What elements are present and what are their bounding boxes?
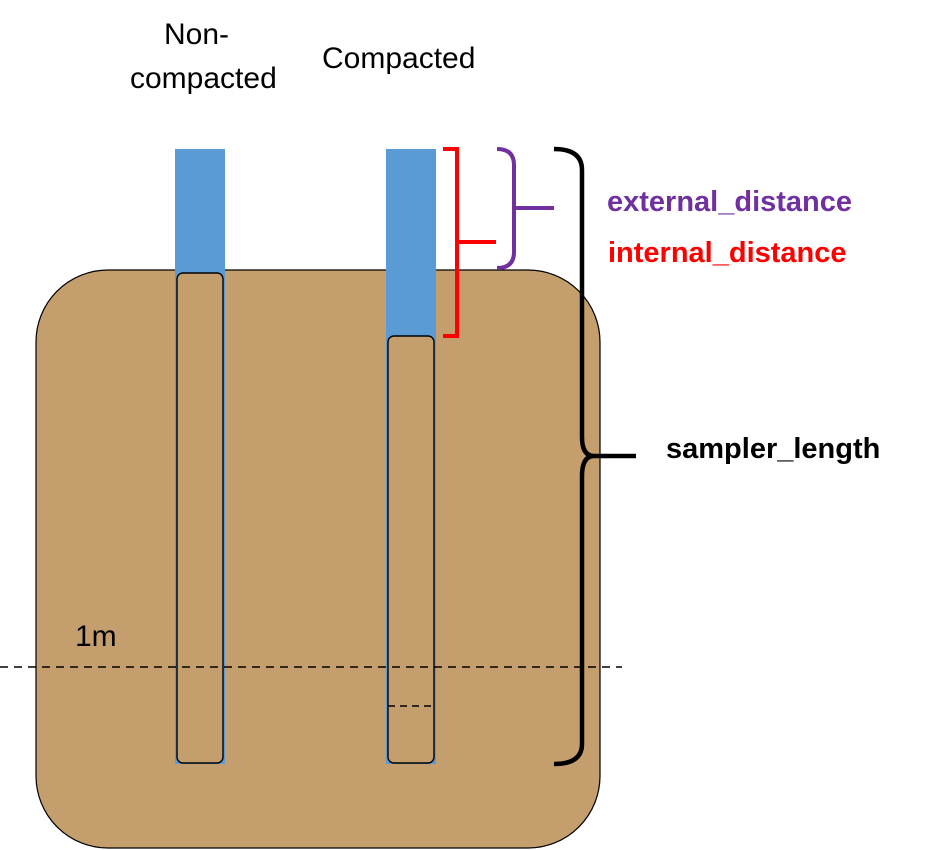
soil-block xyxy=(35,269,601,849)
compacted-label: Compacted xyxy=(322,42,476,75)
sampler-length-label: sampler_length xyxy=(666,433,881,465)
internal-distance-label: internal_distance xyxy=(608,237,847,269)
internal-distance-bracket xyxy=(443,147,496,338)
depth-1m-label: 1m xyxy=(75,620,117,653)
non-compacted-label-line1: Non- xyxy=(164,18,230,51)
external-distance-label: external_distance xyxy=(607,186,853,218)
external-distance-bracket xyxy=(496,147,554,270)
non-compacted-soil-core xyxy=(176,272,224,764)
non-compacted-label-line2: compacted xyxy=(130,62,277,95)
compacted-soil-core xyxy=(387,335,435,764)
sampler-length-bracket xyxy=(553,146,636,767)
